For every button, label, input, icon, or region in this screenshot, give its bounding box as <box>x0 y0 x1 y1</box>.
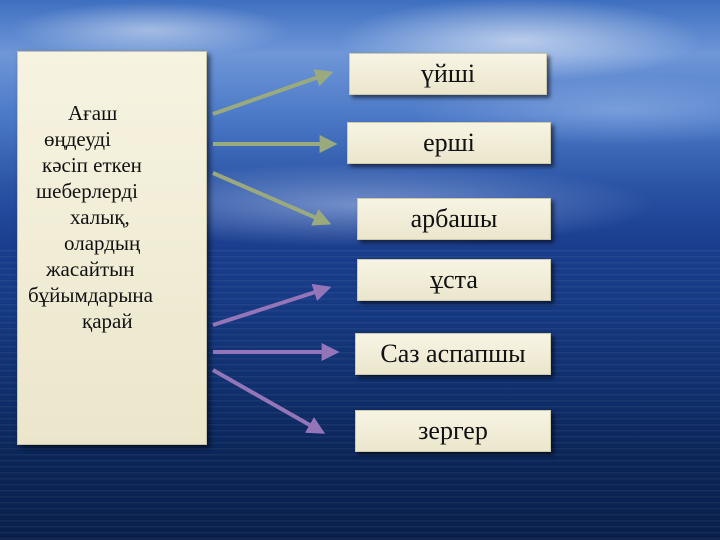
arrow-to-target-4 <box>212 283 332 327</box>
target-box-5: Саз аспапшы <box>355 333 551 375</box>
source-line: шеберлерді <box>36 179 138 203</box>
source-line: өңдеуді <box>44 127 111 151</box>
source-line: халық, <box>70 205 130 229</box>
target-box-4: ұста <box>357 259 551 301</box>
source-box <box>17 51 207 445</box>
source-line: кәсіп еткен <box>42 153 142 177</box>
arrow-to-target-3 <box>212 171 332 226</box>
source-text: Ағаш өңдеуді кәсіп еткен шеберлерді халы… <box>22 100 202 334</box>
source-line: бұйымдарына <box>28 283 153 307</box>
source-line: Ағаш <box>68 101 118 125</box>
target-box-6: зергер <box>355 410 551 452</box>
source-line: олардың <box>64 231 141 255</box>
source-line: жасайтын <box>46 257 135 281</box>
arrow-to-target-6 <box>212 368 326 434</box>
arrow-to-target-1 <box>212 69 334 116</box>
source-line: қарай <box>82 309 133 333</box>
target-box-1: үйші <box>349 53 547 95</box>
target-box-2: ерші <box>347 122 551 164</box>
target-box-3: арбашы <box>357 198 551 240</box>
